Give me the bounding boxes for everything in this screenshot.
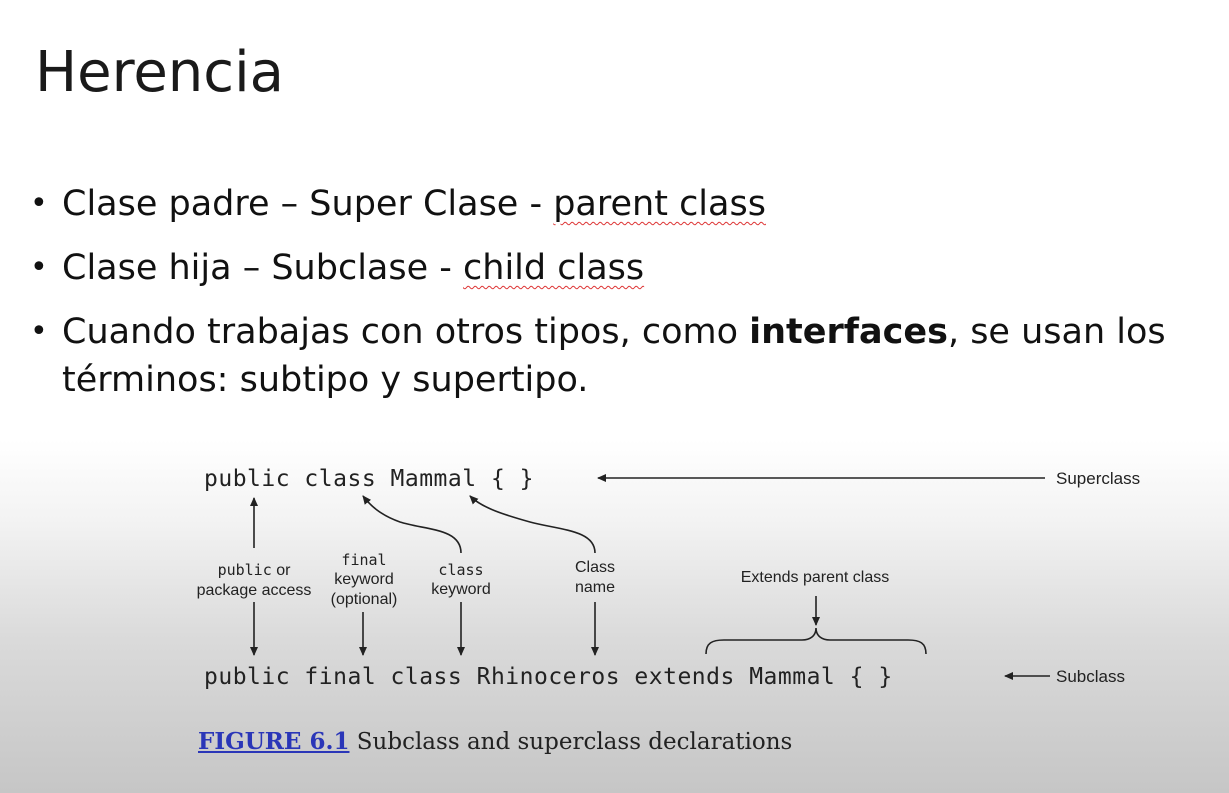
bullet-text-main: Clase hija – Subclase - — [62, 248, 464, 288]
figure-caption: FIGURE 6.1 Subclass and superclass decla… — [198, 728, 792, 755]
bullet-item: • Clase padre – Super Clase - parent cla… — [30, 180, 1210, 228]
class-name-line2: name — [574, 579, 616, 596]
final-keyword-text: final — [341, 551, 387, 569]
bullet-text: Clase hija – Subclase - child class — [62, 244, 1210, 292]
bullet-item: • Clase hija – Subclase - child class — [30, 244, 1210, 292]
bullet-dot-icon: • — [30, 314, 48, 349]
subclass-code: public final class Rhinoceros extends Ma… — [204, 664, 893, 690]
class-keyword-desc: keyword — [431, 581, 491, 598]
bullet-list: • Clase padre – Super Clase - parent cla… — [30, 180, 1210, 420]
extends-brace — [705, 627, 927, 655]
bullet-text-english: parent class — [553, 184, 766, 224]
class-keyword-text: class — [438, 561, 484, 579]
class-keyword-label: class keyword — [424, 560, 498, 600]
bullet-text-english: child class — [463, 248, 645, 288]
subclass-label: Subclass — [1056, 667, 1125, 686]
final-optional-text: (optional) — [330, 591, 398, 608]
bullet-dot-icon: • — [30, 186, 48, 221]
package-access-text: package access — [196, 582, 312, 599]
classname-curve-arrow — [469, 495, 596, 554]
final-keyword-label: final keyword (optional) — [322, 550, 406, 610]
bullet-dot-icon: • — [30, 250, 48, 285]
superclass-code: public class Mammal { } — [204, 466, 534, 492]
public-access-label: public or package access — [193, 560, 315, 601]
bullet-text-bold: interfaces — [749, 312, 948, 352]
extends-label: Extends parent class — [740, 569, 890, 586]
bullet-text-main: Cuando trabajas con otros tipos, como — [62, 312, 750, 352]
figure-caption-text: Subclass and superclass declarations — [349, 729, 793, 755]
class-name-label: Class name — [560, 558, 630, 598]
bullet-text-end: , se usan los términos: subtipo y supert… — [62, 312, 1166, 400]
bullet-text: Clase padre – Super Clase - parent class — [62, 180, 1210, 228]
bullet-item: • Cuando trabajas con otros tipos, como … — [30, 308, 1210, 404]
bullet-text: Cuando trabajas con otros tipos, como in… — [62, 308, 1210, 404]
class-curve-arrow — [362, 495, 462, 554]
bullet-text-main: Clase padre – Super Clase - — [62, 184, 554, 224]
final-keyword-desc: keyword — [334, 571, 394, 588]
figure-number-link[interactable]: FIGURE 6.1 — [198, 728, 350, 755]
class-name-line1: Class — [574, 559, 615, 576]
slide-title: Herencia — [35, 40, 284, 105]
public-or-text: or — [271, 562, 291, 579]
public-keyword-text: public — [217, 561, 272, 579]
superclass-label: Superclass — [1056, 469, 1141, 488]
